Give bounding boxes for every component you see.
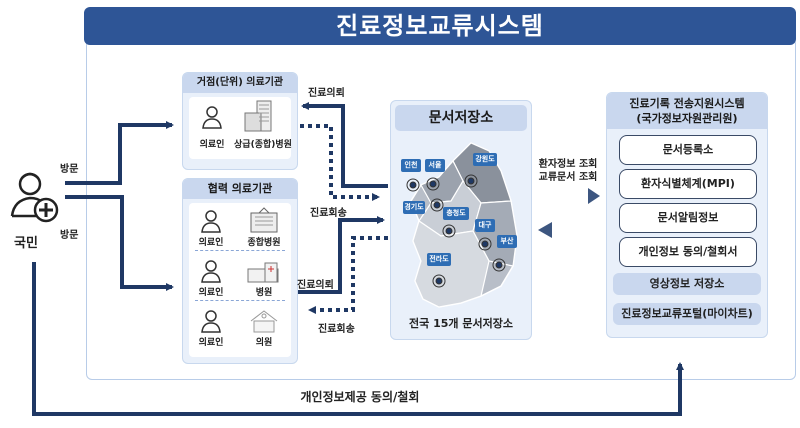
return-label-bottom: 진료회송 xyxy=(318,324,355,335)
region-tag-chungcheong: 충청도 xyxy=(443,207,469,220)
return-arrow-bottom xyxy=(308,236,388,314)
hub-item-label: 의료인 xyxy=(199,140,225,150)
module-image-storage: 영상정보 저장소 xyxy=(613,273,761,295)
referral-arrow-bottom xyxy=(293,216,385,294)
referral-arrow-top xyxy=(301,102,388,188)
partner-item-label: 의료인 xyxy=(198,238,224,248)
return-arrow-top xyxy=(292,124,380,201)
module-document-registry: 문서등록소 xyxy=(619,135,757,165)
partner-item-label: 의원 xyxy=(255,338,273,348)
region-tag-gangwon: 강원도 xyxy=(473,153,497,166)
visit-arrow-partner xyxy=(65,195,174,291)
hub-institution-title: 거점(단위) 의료기관 xyxy=(183,73,297,93)
consent-arrow xyxy=(32,262,684,416)
module-document-notification: 문서알림정보 xyxy=(619,203,757,233)
referral-label-top: 진료의뢰 xyxy=(308,88,345,99)
visit-label-top: 방문 xyxy=(60,164,79,175)
general-hospital-icon xyxy=(249,207,279,237)
row-divider xyxy=(195,250,285,251)
region-tag-seoul: 서울 xyxy=(425,159,445,172)
partner-item-label: 종합병원 xyxy=(247,238,281,248)
consent-flow-label: 개인정보제공 동의/철회 xyxy=(300,390,420,404)
repository-caption: 전국 15개 문서저장소 xyxy=(409,317,513,330)
referral-label-bottom: 진료의뢰 xyxy=(297,280,334,291)
support-system-panel: 진료기록 전송지원시스템 (국가정보자원관리원) 문서등록소 환자식별체계(MP… xyxy=(606,92,768,338)
region-tag-daegu: 대구 xyxy=(475,219,495,232)
partner-institution-title: 협력 의료기관 xyxy=(183,179,297,199)
row-divider xyxy=(195,300,285,301)
support-system-title-line1: 진료기록 전송지원시스템 xyxy=(629,97,745,110)
region-tag-jeolla: 전라도 xyxy=(427,253,451,266)
hospital-icon xyxy=(247,261,279,287)
exchange-label: 환자정보 조회 교류문서 조회 xyxy=(536,158,600,184)
citizen-label: 국민 xyxy=(14,236,38,251)
hub-item-label: 상급(종합)병원 xyxy=(234,140,292,150)
module-consent-form: 개인정보 동의/철회서 xyxy=(619,237,757,267)
citizen-icon xyxy=(10,168,60,224)
support-system-title: 진료기록 전송지원시스템 (국가정보자원관리원) xyxy=(607,93,767,129)
exchange-line-2: 교류문서 조회 xyxy=(538,172,598,183)
clinic-icon xyxy=(249,309,279,337)
korea-map xyxy=(410,142,518,308)
doctor-icon xyxy=(201,309,221,337)
exchange-line-1: 환자정보 조회 xyxy=(538,159,598,170)
visit-arrow-hub xyxy=(65,121,174,185)
region-tag-gyeonggi: 경기도 xyxy=(403,201,425,214)
hub-institution-panel: 거점(단위) 의료기관 의료인 상급(종합)병원 xyxy=(182,72,298,170)
doctor-icon xyxy=(197,105,227,133)
visit-label-bottom: 방문 xyxy=(60,230,79,241)
region-tag-busan: 부산 xyxy=(497,235,517,248)
region-tag-incheon: 인천 xyxy=(401,159,421,172)
module-mpi: 환자식별체계(MPI) xyxy=(619,169,757,199)
module-mychart-portal: 진료정보교류포털(마이차트) xyxy=(613,303,761,325)
hospital-building-icon xyxy=(241,99,283,137)
doctor-icon xyxy=(201,259,221,287)
repository-title: 문서저장소 xyxy=(395,105,527,131)
support-system-title-line2: (국가정보자원관리원) xyxy=(636,112,738,125)
repository-panel: 문서저장소 인천 서울 강원도 경기도 충청도 대구 부산 전라도 전국 15개… xyxy=(390,100,532,340)
return-label-top: 진료회송 xyxy=(310,208,347,219)
partner-item-label: 의료인 xyxy=(198,288,224,298)
page-title: 진료정보교류시스템 xyxy=(84,7,796,45)
partner-item-label: 병원 xyxy=(255,288,273,298)
partner-institution-panel: 협력 의료기관 의료인 종합병원 의료인 병원 의료인 의원 xyxy=(182,178,298,364)
doctor-icon xyxy=(201,209,221,237)
repository-markers xyxy=(406,174,506,288)
partner-item-label: 의료인 xyxy=(198,338,224,348)
